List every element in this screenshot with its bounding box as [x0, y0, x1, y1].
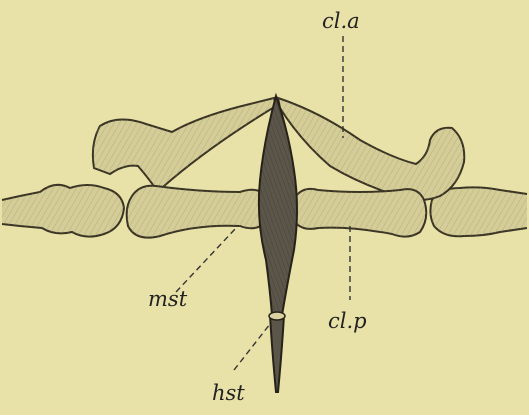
label-mst: mst — [148, 287, 188, 311]
left-limb-bone — [2, 185, 124, 237]
label-cl-a: cl.a — [322, 9, 360, 33]
left-posterior-clavicle — [127, 186, 269, 238]
leader-line-mst — [176, 228, 236, 292]
hyposternum-tip — [269, 312, 285, 392]
right-posterior-clavicle — [291, 189, 427, 237]
right-anterior-clavicle — [278, 98, 464, 200]
leader-line-hst — [234, 324, 270, 370]
left-anterior-clavicle — [93, 98, 276, 192]
sternum — [259, 96, 297, 315]
label-hst: hst — [212, 381, 245, 405]
label-cl-p: cl.p — [328, 309, 367, 333]
right-limb-bone — [430, 187, 527, 236]
